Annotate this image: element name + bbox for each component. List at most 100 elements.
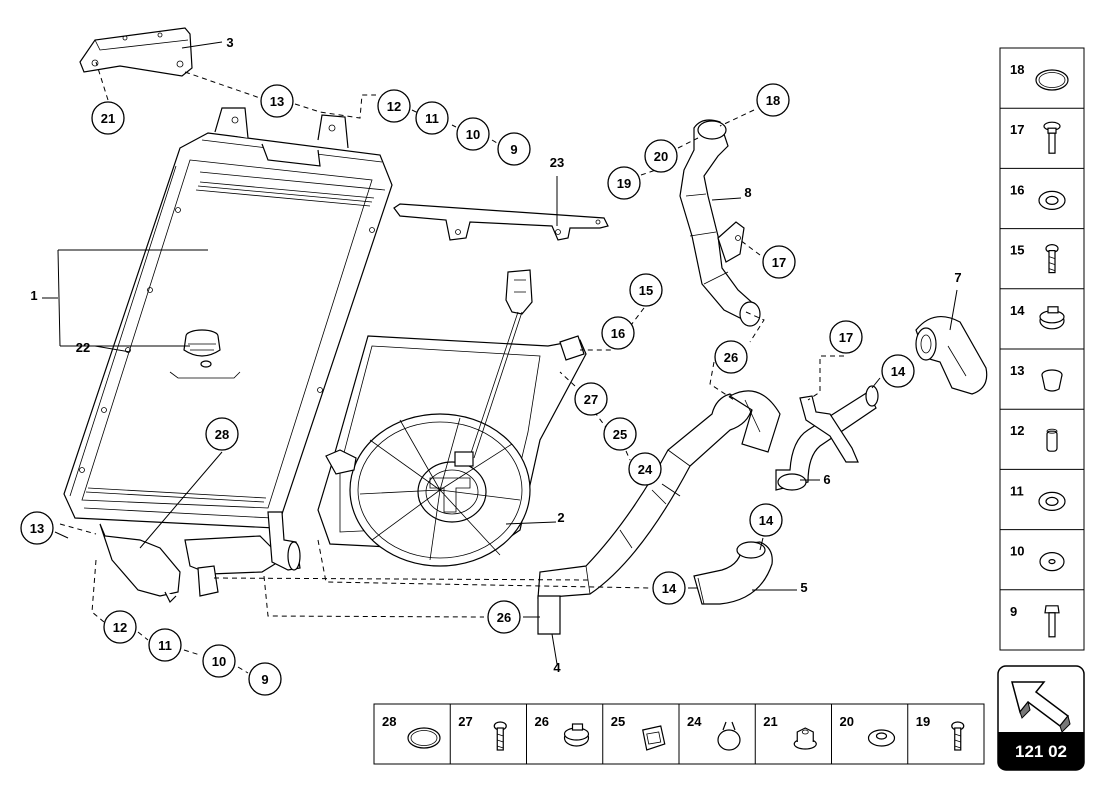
part-label-3[interactable]: 3 <box>226 35 233 50</box>
callout-12[interactable]: 12 <box>377 89 411 123</box>
side-parts-legend: 18 17 16 15 14 13 12 11 10 9 <box>999 47 1085 651</box>
callout-9[interactable]: 9 <box>248 662 282 696</box>
rubber-ring-icon <box>1038 491 1066 511</box>
part-drawings <box>63 27 988 635</box>
callout-number: 10 <box>466 127 480 142</box>
callout-14[interactable]: 14 <box>652 571 686 605</box>
elbow-hose-part <box>693 541 773 605</box>
arrow-up-left-icon <box>1011 681 1071 733</box>
callout-17[interactable]: 17 <box>829 320 863 354</box>
part-label-4[interactable]: 4 <box>553 660 561 675</box>
callout-24[interactable]: 24 <box>628 452 662 486</box>
callout-number: 12 <box>387 99 401 114</box>
callout-27[interactable]: 27 <box>574 382 608 416</box>
bolt-icon <box>1044 605 1060 638</box>
part-label-5[interactable]: 5 <box>800 580 807 595</box>
legend-cell-24[interactable]: 24 <box>678 704 741 764</box>
legend-cell-12[interactable]: 12 <box>1000 408 1084 452</box>
part-number: 4 <box>553 660 561 675</box>
callout-10[interactable]: 10 <box>202 644 236 678</box>
legend-cell-17[interactable]: 17 <box>1000 107 1084 154</box>
part-number: 5 <box>800 580 807 595</box>
callout-16[interactable]: 16 <box>601 316 635 350</box>
legend-cell-18[interactable]: 18 <box>1010 62 1069 91</box>
legend-number: 27 <box>458 714 472 729</box>
radiator-cap-part <box>169 329 241 379</box>
callout-25[interactable]: 25 <box>603 417 637 451</box>
hose-clamp-icon <box>1039 306 1065 330</box>
mounting-rail-part <box>393 203 609 241</box>
legend-cell-19[interactable]: 19 <box>907 704 965 764</box>
band-clamp-icon <box>563 723 590 747</box>
legend-cell-13[interactable]: 13 <box>1000 348 1084 392</box>
callout-12[interactable]: 12 <box>103 610 137 644</box>
callout-10[interactable]: 10 <box>456 117 490 151</box>
legend-number: 21 <box>763 714 777 729</box>
legend-number: 17 <box>1010 122 1024 137</box>
part-label-22[interactable]: 22 <box>76 340 90 355</box>
callout-number: 26 <box>724 350 738 365</box>
callout-15[interactable]: 15 <box>629 273 663 307</box>
part-label-8[interactable]: 8 <box>744 185 751 200</box>
legend-cell-21[interactable]: 21 <box>754 704 817 764</box>
callout-number: 26 <box>497 610 511 625</box>
callout-number: 9 <box>510 142 517 157</box>
legend-cell-28[interactable]: 28 <box>382 714 441 749</box>
callout-9[interactable]: 9 <box>497 132 531 166</box>
legend-number: 14 <box>1010 303 1025 318</box>
callout-number: 17 <box>839 330 853 345</box>
legend-cell-10[interactable]: 10 <box>1000 529 1084 572</box>
callout-21[interactable]: 21 <box>91 101 125 135</box>
legend-cell-11[interactable]: 11 <box>1000 468 1084 511</box>
part-label-23[interactable]: 23 <box>550 155 564 170</box>
callout-number: 21 <box>101 111 115 126</box>
callout-number: 12 <box>113 620 127 635</box>
legend-cell-27[interactable]: 27 <box>449 704 507 764</box>
callout-28[interactable]: 28 <box>205 417 239 451</box>
part-label-1[interactable]: 1 <box>30 288 37 303</box>
callout-18[interactable]: 18 <box>756 83 790 117</box>
part-label-2[interactable]: 2 <box>557 510 564 525</box>
callout-19[interactable]: 19 <box>607 166 641 200</box>
legend-number: 19 <box>916 714 930 729</box>
legend-cell-9[interactable]: 9 <box>1000 589 1084 638</box>
callout-number: 17 <box>772 255 786 270</box>
callout-11[interactable]: 11 <box>415 101 449 135</box>
legend-cell-16[interactable]: 16 <box>1000 167 1084 210</box>
part-label-6[interactable]: 6 <box>823 472 830 487</box>
callout-20[interactable]: 20 <box>644 139 678 173</box>
grommet-icon <box>867 729 896 747</box>
legend-number: 26 <box>535 714 549 729</box>
legend-number: 28 <box>382 714 396 729</box>
callout-number: 14 <box>891 364 906 379</box>
callout-13[interactable]: 13 <box>20 511 54 545</box>
page-navigation-box[interactable]: 121 02 <box>997 665 1085 771</box>
callout-14[interactable]: 14 <box>881 354 915 388</box>
washer-icon <box>1039 551 1065 572</box>
part-label-7[interactable]: 7 <box>954 270 961 285</box>
legend-cell-25[interactable]: 25 <box>602 704 666 764</box>
legend-number: 9 <box>1010 604 1017 619</box>
part-number: 1 <box>30 288 37 303</box>
callout-number: 14 <box>662 581 677 596</box>
callout-26[interactable]: 26 <box>714 340 748 374</box>
callout-number: 15 <box>639 283 653 298</box>
callout-26[interactable]: 26 <box>487 600 521 634</box>
callout-11[interactable]: 11 <box>148 628 182 662</box>
page-code: 121 02 <box>1015 742 1067 761</box>
callout-number: 9 <box>261 672 268 687</box>
legend-number: 10 <box>1010 544 1024 559</box>
legend-cell-14[interactable]: 14 <box>1000 288 1084 330</box>
callout-number: 11 <box>425 111 439 126</box>
legend-cell-20[interactable]: 20 <box>831 704 896 764</box>
legend-number: 16 <box>1010 182 1024 197</box>
legend-cell-26[interactable]: 26 <box>526 704 590 764</box>
callout-17[interactable]: 17 <box>762 245 796 279</box>
callout-13[interactable]: 13 <box>260 84 294 118</box>
callout-14[interactable]: 14 <box>749 503 783 537</box>
legend-cell-15[interactable]: 15 <box>1000 228 1084 274</box>
bushing-icon <box>1046 428 1058 452</box>
